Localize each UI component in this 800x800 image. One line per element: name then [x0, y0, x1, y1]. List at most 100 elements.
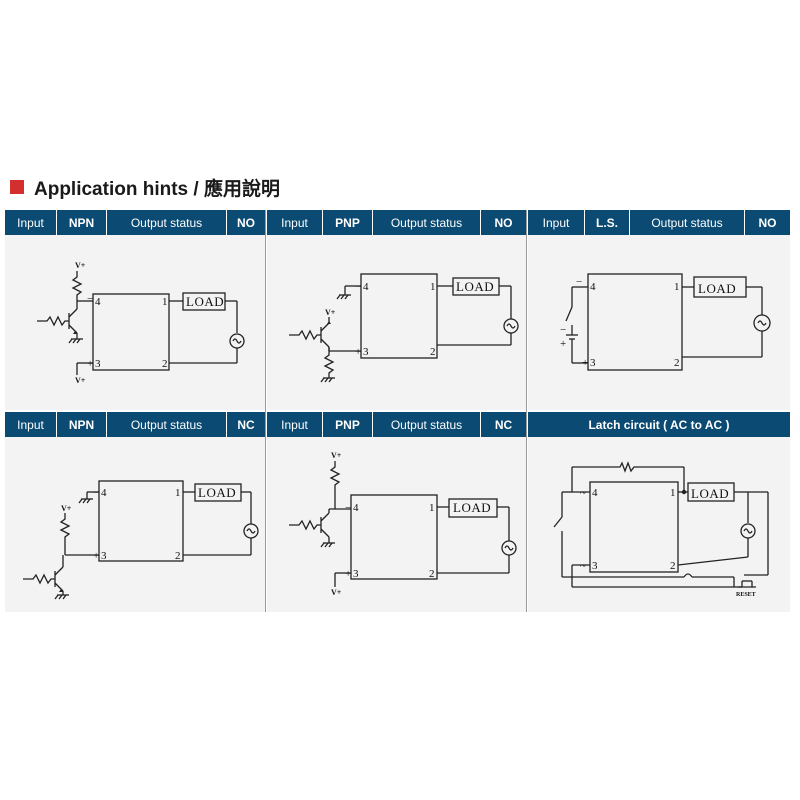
pin-3: 3 [363, 346, 369, 358]
relay-body [350, 494, 438, 580]
header-output-status: Output status [373, 210, 481, 235]
panel-header: Input PNP Output status NO [267, 210, 526, 235]
panel-header: Input L.S. Output status NO [528, 210, 790, 235]
panel-header: Input NPN Output status NO [5, 210, 265, 235]
panel-pnp-no: Input PNP Output status NO [267, 210, 526, 410]
load-label: LOAD [453, 500, 491, 515]
panel-header: Input NPN Output status NC [5, 412, 265, 437]
minus-sign: − [355, 281, 361, 293]
header-mode: NO [494, 215, 513, 230]
header-type: NPN [57, 412, 107, 437]
resistor-top [329, 461, 341, 491]
pin-2: 2 [429, 568, 435, 580]
pin-4: 4 [592, 487, 598, 499]
panel-npn-no: Input NPN Output status NO [5, 210, 265, 410]
input-resistor [289, 329, 321, 341]
header-mode: NO [237, 215, 255, 230]
header-output-status: Output status [107, 210, 227, 235]
pin-1: 1 [430, 281, 436, 293]
load-label: LOAD [698, 281, 736, 296]
circuit-diagram: V+ − 4 1 + 3 2 LOAD [289, 273, 519, 383]
circuit-diagram: V+ V+ − 4 1 + 3 2 LOAD [37, 261, 245, 385]
title-marker-square [10, 180, 24, 194]
pin-3: 3 [95, 358, 101, 370]
header-input: Input [5, 412, 57, 437]
vplus-bottom-label: V+ [331, 588, 342, 597]
pin-1: 1 [162, 296, 168, 308]
vplus-top-label: V+ [331, 451, 342, 460]
pin-1: 1 [674, 281, 680, 293]
circuit-diagram: ~ 4 1 ~ 3 2 LOAD RESET [553, 461, 769, 598]
pin-1: 1 [429, 502, 435, 514]
header-mode: NO [758, 215, 777, 230]
panel-ls-no: Input L.S. Output status NO [528, 210, 790, 410]
panel-pnp-nc: Input PNP Output status NC [267, 412, 526, 612]
pin-4: 4 [353, 502, 359, 514]
panel-header: Input PNP Output status NC [267, 412, 526, 437]
vplus-top-label: V+ [75, 261, 86, 270]
section-title: Application hints / 應用說明 [8, 173, 280, 201]
relay-body [360, 273, 438, 359]
latch-resistor [618, 461, 636, 473]
input-resistor [37, 315, 69, 327]
plus-sign: + [93, 550, 99, 562]
column-divider-1 [265, 210, 266, 612]
plus-sign: + [87, 358, 93, 370]
resistor-bottom [323, 353, 335, 378]
minus-sign: − [87, 293, 93, 305]
minus-sign: − [576, 276, 582, 288]
header-type: NPN [57, 210, 107, 235]
pin-4: 4 [95, 296, 101, 308]
column-divider-2 [526, 210, 527, 612]
pin-2: 2 [670, 560, 676, 572]
page-title: Application hints / 應用說明 [34, 178, 280, 200]
minus-sign: − [93, 487, 99, 499]
relay-body [98, 480, 184, 562]
header-type: PNP [323, 412, 373, 437]
resistor-top [59, 513, 71, 555]
pin-1: 1 [175, 487, 181, 499]
load-label: LOAD [186, 294, 224, 309]
relay-body [92, 293, 170, 371]
plus-sign: + [345, 568, 351, 580]
header-output-status: Output status [373, 412, 481, 437]
pin-4: 4 [101, 487, 107, 499]
vplus-top-label: V+ [61, 504, 72, 513]
reset-label: RESET [736, 592, 756, 598]
vplus-top-label: V+ [325, 308, 336, 317]
minus-sign: − [345, 502, 351, 514]
pin-2: 2 [430, 346, 436, 358]
pin-3: 3 [101, 550, 107, 562]
pin-3: 3 [353, 568, 359, 580]
application-hints-grid: Input NPN Output status NO [5, 210, 790, 612]
header-latch-title: Latch circuit ( AC to AC ) [588, 417, 730, 432]
panel-npn-nc: Input NPN Output status NC [5, 412, 265, 612]
header-output-status: Output status [630, 210, 745, 235]
header-output-status: Output status [107, 412, 227, 437]
panel-latch-circuit: Latch circuit ( AC to AC ) [528, 412, 790, 612]
header-type: L.S. [585, 210, 630, 235]
pin-4: 4 [590, 281, 596, 293]
battery-minus: − [560, 324, 566, 336]
input-resistor [23, 573, 55, 585]
vplus-bottom-label: V+ [75, 376, 86, 385]
pin-2: 2 [674, 357, 680, 369]
load-box [448, 498, 498, 518]
tilde-3: ~ [580, 560, 586, 572]
pin-4: 4 [363, 281, 369, 293]
header-mode: NC [237, 417, 255, 432]
header-input: Input [267, 210, 323, 235]
header-input: Input [5, 210, 57, 235]
panel-header: Latch circuit ( AC to AC ) [528, 412, 790, 437]
pin-2: 2 [162, 358, 168, 370]
input-resistor [289, 519, 321, 531]
battery-plus: + [560, 338, 566, 350]
relay-body [589, 481, 679, 573]
pin-3: 3 [590, 357, 596, 369]
relay-body [587, 273, 683, 371]
circuit-diagram: V+ − 4 1 + 3 2 LOAD [23, 480, 259, 600]
limit-switch [565, 306, 573, 322]
header-input: Input [267, 412, 323, 437]
header-mode: NC [494, 417, 513, 432]
input-switch [553, 516, 563, 528]
